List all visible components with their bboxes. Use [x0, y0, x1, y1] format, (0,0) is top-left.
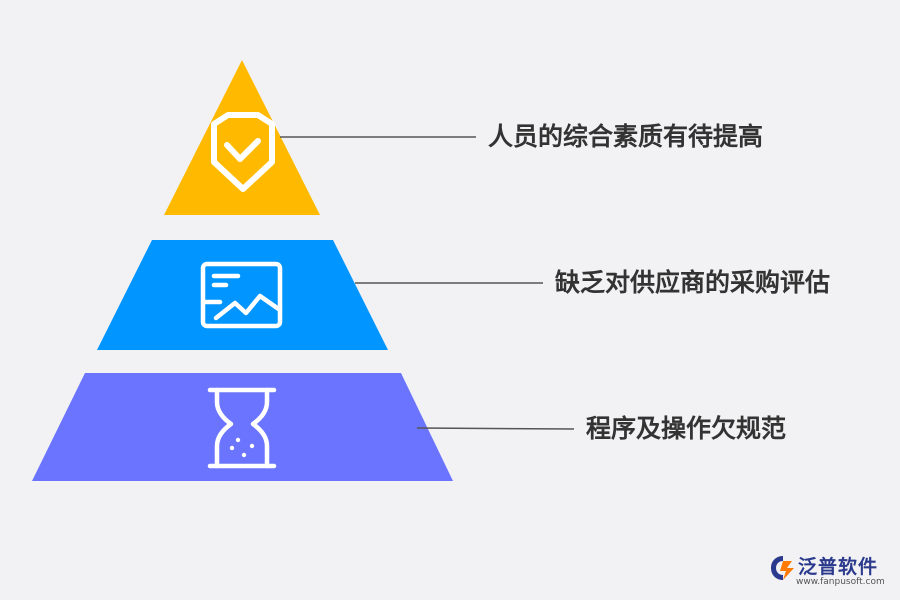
chart-window-icon [200, 261, 283, 329]
pyramid-label-3: 程序及操作欠规范 [586, 414, 787, 443]
pyramid-tier-2 [97, 240, 388, 350]
brand-logo: 泛普软件 www.fanpusoft.com [768, 552, 893, 594]
pyramid-label-2: 缺乏对供应商的采购评估 [555, 268, 831, 297]
hourglass-icon [207, 387, 277, 469]
pyramid-tier-1 [164, 60, 320, 215]
pyramid-tier-3 [32, 373, 453, 481]
pyramid-label-1: 人员的综合素质有待提高 [488, 122, 764, 151]
diamond-check-icon [211, 112, 275, 192]
logo-url: www.fanpusoft.com [796, 577, 885, 587]
fanpu-logo-icon [771, 556, 794, 580]
logo-name: 泛普软件 [798, 556, 879, 578]
connector-line-3 [416, 427, 575, 430]
